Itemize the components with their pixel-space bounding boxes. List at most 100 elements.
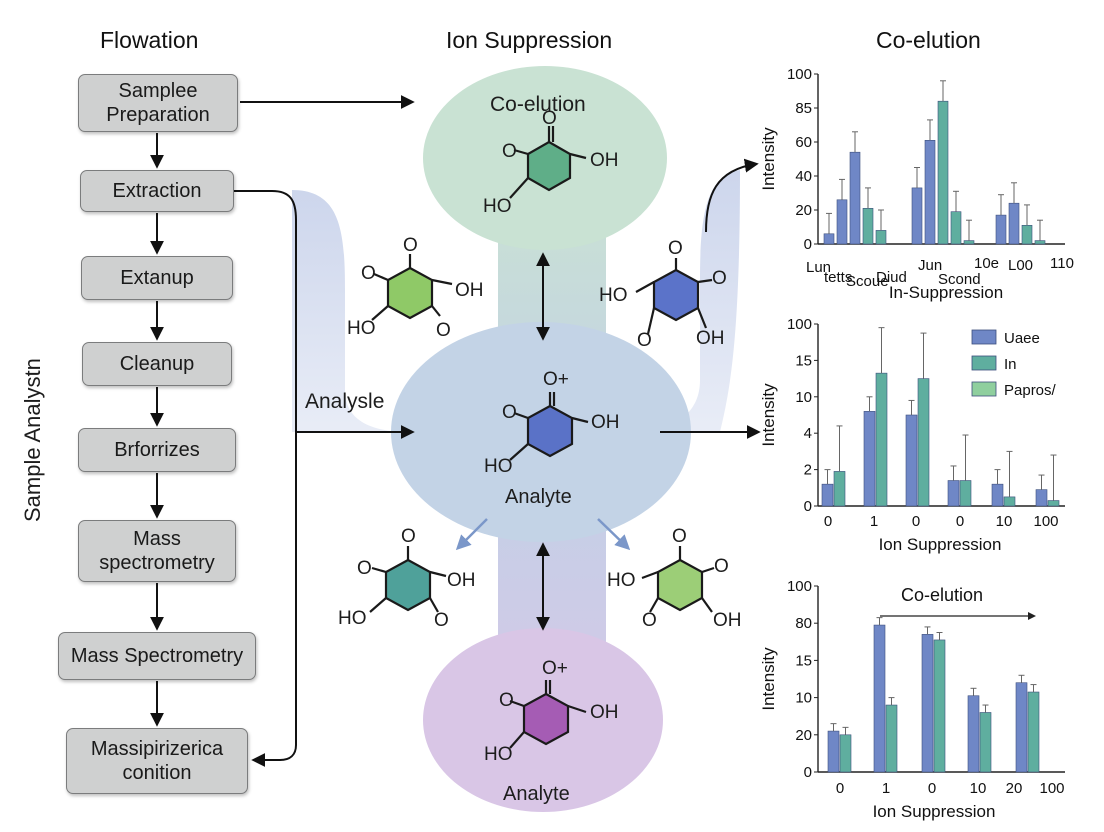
y-axis-label: Intensity bbox=[760, 383, 778, 447]
flow-step-label: Preparation bbox=[106, 104, 210, 126]
bar bbox=[875, 372, 888, 507]
flow-step-label: Extraction bbox=[112, 180, 202, 202]
flow-step-sample-preparation[interactable]: Samplee Preparation bbox=[78, 74, 238, 132]
atom-label: O bbox=[637, 330, 652, 351]
atom-label: O bbox=[714, 556, 729, 577]
atom-label: OH bbox=[696, 328, 725, 349]
atom-label: HO bbox=[483, 196, 512, 217]
legend-swatch bbox=[971, 381, 997, 397]
bar bbox=[1027, 691, 1040, 773]
flow-step-label: Massipirizerica bbox=[90, 738, 224, 760]
flow-step-extanup[interactable]: Extanup bbox=[81, 256, 233, 300]
bar bbox=[917, 378, 930, 507]
flow-header: Flowation bbox=[100, 27, 199, 53]
atom-label: OH bbox=[590, 150, 619, 171]
bar bbox=[979, 712, 992, 773]
charge-label: O+ bbox=[542, 658, 568, 679]
x-tick-label: 10 bbox=[996, 513, 1013, 530]
y-tick-label: 2 bbox=[804, 462, 812, 479]
y-axis-label: Intensity bbox=[760, 647, 778, 711]
flow-step-massipirizerica-conition[interactable]: Massipirizerica conition bbox=[66, 728, 248, 794]
bar bbox=[1003, 496, 1016, 507]
left-flow-band bbox=[292, 190, 410, 432]
atom-label: O bbox=[357, 558, 372, 579]
bar bbox=[1035, 489, 1048, 507]
atom-label: O bbox=[499, 690, 514, 711]
atom-label: HO bbox=[347, 318, 376, 339]
bar bbox=[885, 704, 898, 773]
bar bbox=[836, 199, 848, 245]
atom-label: HO bbox=[607, 570, 636, 591]
charge-label: O+ bbox=[543, 369, 569, 390]
atom-label: OH bbox=[591, 412, 620, 433]
bar bbox=[827, 730, 840, 773]
bar bbox=[905, 414, 918, 507]
bar bbox=[924, 140, 936, 245]
flow-step-brforrizes[interactable]: Brforrizes bbox=[78, 428, 236, 472]
flow-step-mass-spectrometry-1[interactable]: Mass spectrometry bbox=[78, 520, 236, 582]
y-tick-label: 85 bbox=[795, 100, 812, 117]
x-tick-label: 10 bbox=[970, 780, 987, 797]
chart-title: Co-elution bbox=[901, 585, 983, 605]
atom-label: OH bbox=[590, 702, 619, 723]
right-header: Co-elution bbox=[876, 27, 981, 53]
x-tick-label: 1 bbox=[882, 780, 890, 797]
y-tick-label: 0 bbox=[804, 498, 812, 515]
bar bbox=[1047, 500, 1060, 507]
bottom-blob-label: Analyte bbox=[503, 783, 570, 805]
atom-label: O bbox=[434, 610, 449, 631]
bar bbox=[849, 151, 861, 245]
bar bbox=[863, 411, 876, 507]
bar bbox=[823, 233, 835, 245]
x-tick-label: 100 bbox=[1039, 780, 1064, 797]
x-axis-label: In-Suppression bbox=[889, 283, 1003, 302]
bar bbox=[862, 208, 874, 245]
legend-label: Papros/ bbox=[1004, 382, 1057, 399]
flow-step-mass-spectrometry-2[interactable]: Mass Spectrometry bbox=[58, 632, 256, 680]
chart-top: 020406085100IntensityLuntettsScoueDiudJu… bbox=[760, 66, 1074, 302]
right-flow-band bbox=[650, 170, 740, 432]
bar bbox=[839, 734, 852, 773]
molecule-bottom bbox=[509, 680, 587, 749]
middle-blob-label: Analyte bbox=[505, 486, 572, 508]
x-axis-label: Ion Suppression bbox=[879, 535, 1002, 554]
bar bbox=[933, 639, 946, 773]
x-tick-label: 110 bbox=[1050, 255, 1074, 272]
bar bbox=[1015, 682, 1028, 773]
flow-arrow-label: Analysle bbox=[305, 390, 385, 413]
x-tick-label: 1 bbox=[870, 513, 878, 530]
flow-step-label: Extanup bbox=[120, 267, 194, 289]
y-tick-label: 20 bbox=[795, 202, 812, 219]
x-tick-label: Diud bbox=[876, 269, 907, 286]
molecule-top bbox=[509, 126, 587, 199]
legend-swatch bbox=[971, 329, 997, 345]
flow-step-label: conition bbox=[122, 762, 192, 784]
flow-step-extraction[interactable]: Extraction bbox=[80, 170, 234, 212]
bar bbox=[947, 480, 960, 507]
bar bbox=[995, 214, 1007, 245]
flow-step-label: Cleanup bbox=[119, 353, 195, 375]
atom-label: O bbox=[642, 610, 657, 631]
flow-step-label: Brforrizes bbox=[114, 439, 200, 461]
x-axis-label: Ion Suppression bbox=[873, 802, 996, 821]
legend-swatch bbox=[971, 355, 997, 371]
x-tick-label: Lun bbox=[806, 259, 831, 276]
bar bbox=[959, 480, 972, 507]
y-tick-label: 20 bbox=[795, 727, 812, 744]
x-tick-label: Scond bbox=[938, 271, 981, 288]
molecule-left-lower bbox=[369, 546, 447, 613]
legend-label: Uaee bbox=[1004, 330, 1040, 347]
atom-label: O bbox=[668, 238, 683, 259]
middle-header: Ion Suppression bbox=[446, 27, 613, 53]
atom-label: O bbox=[502, 402, 517, 423]
atom-label: OH bbox=[455, 280, 484, 301]
x-tick-label: 0 bbox=[912, 513, 920, 530]
y-tick-label: 15 bbox=[795, 652, 812, 669]
bar bbox=[873, 624, 886, 773]
bar bbox=[921, 634, 934, 773]
molecule-right-upper bbox=[635, 258, 713, 335]
atom-label: O bbox=[361, 263, 376, 284]
flow-step-cleanup[interactable]: Cleanup bbox=[82, 342, 232, 386]
